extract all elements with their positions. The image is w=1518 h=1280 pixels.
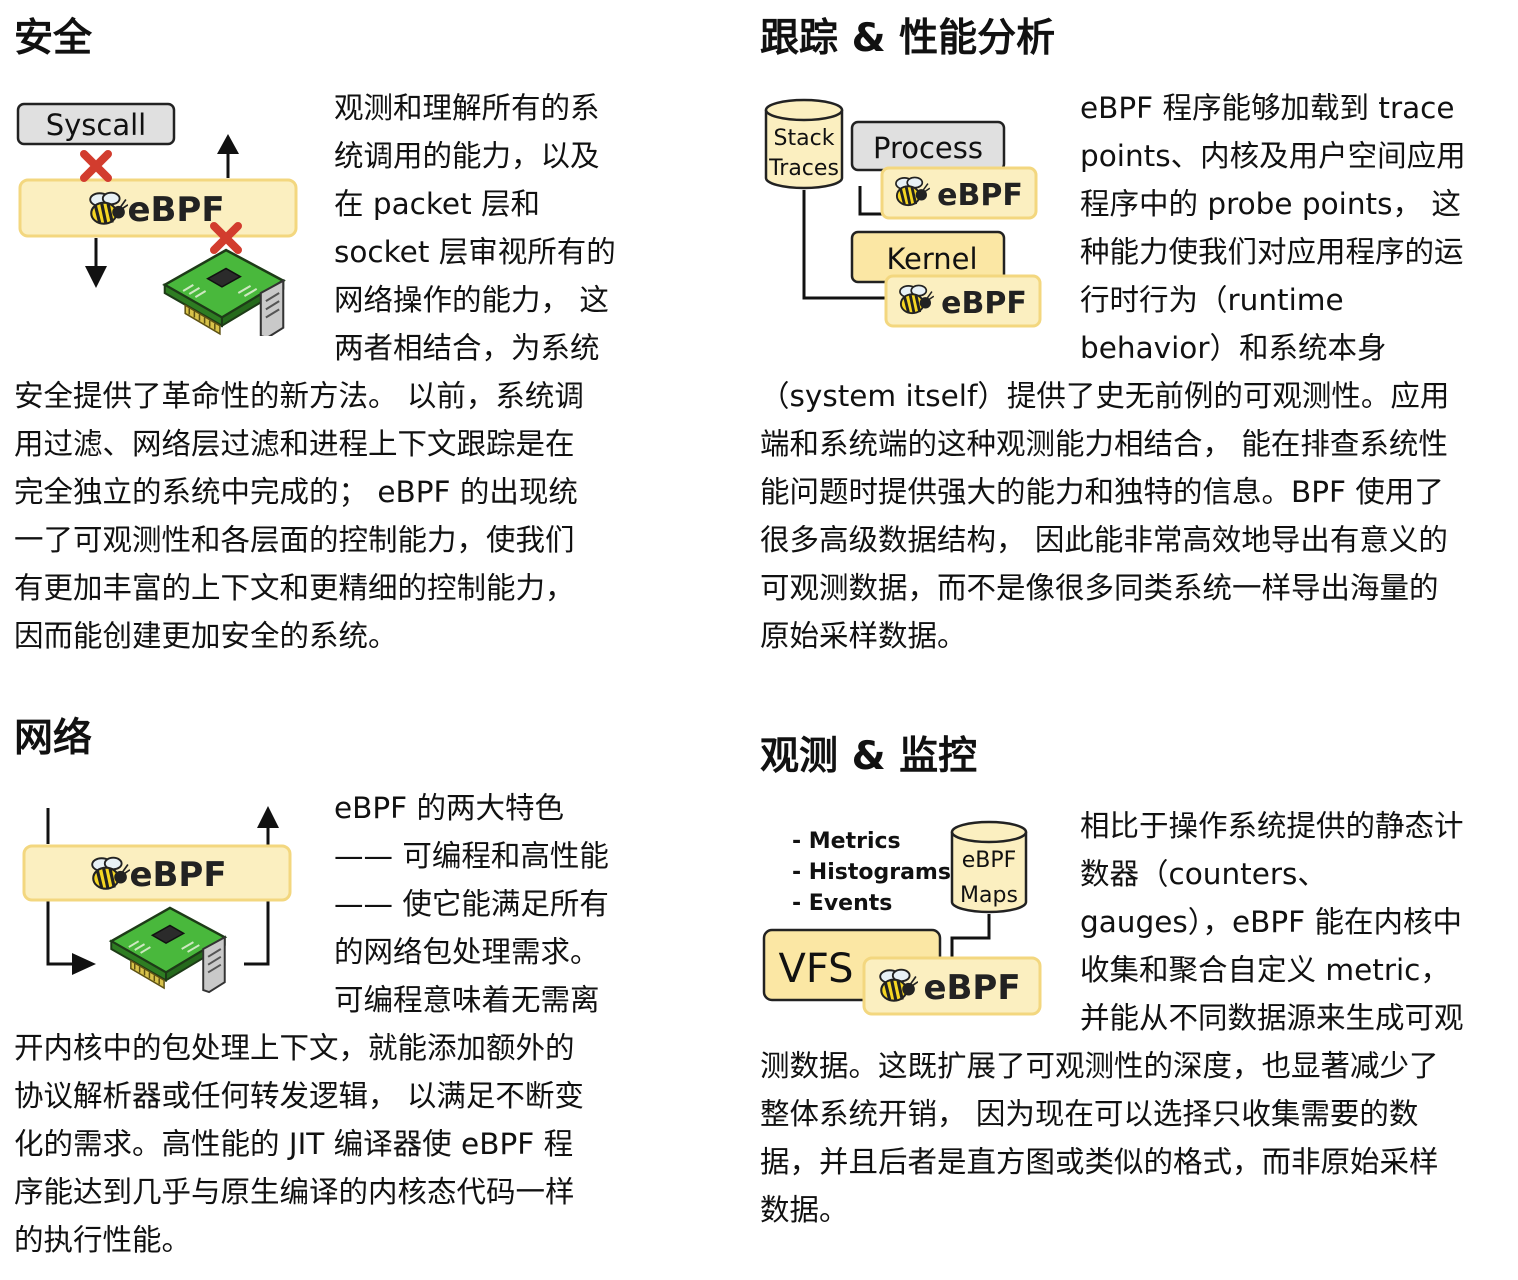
bee-logo-icon — [90, 856, 130, 891]
text-line: behavior）和系统本身 — [1080, 331, 1387, 365]
text-line: 开内核中的包处理上下文，就能添加额外的 — [14, 1031, 575, 1065]
ebpf-box: eBPF — [18, 178, 298, 238]
text-line: 协议解析器或任何转发逻辑， 以满足不断变 — [14, 1079, 584, 1113]
text-line: 有更加丰富的上下文和更精细的控制能力， — [14, 571, 575, 605]
text-line: 相比于操作系统提供的静态计 — [1080, 809, 1464, 843]
text-line: 收集和聚合自定义 metric， — [1080, 953, 1450, 987]
stack-traces-cylinder: Stack Traces — [764, 98, 844, 190]
histograms-label: - Histograms — [792, 860, 951, 885]
network-card-icon — [163, 248, 285, 336]
tracing-diagram: Stack Traces Process eBPF Kernel eBPF — [764, 98, 1042, 328]
section-title: 网络 — [14, 716, 93, 761]
vfs-label: VFS — [778, 946, 853, 992]
kernel-label: Kernel — [886, 242, 977, 276]
text-line: 可编程意味着无需离 — [334, 983, 600, 1017]
process-box: Process — [850, 120, 1006, 172]
section-title: 安全 — [14, 16, 93, 61]
bee-logo-icon — [878, 968, 918, 1003]
ebpf-maps-cylinder: eBPF Maps — [950, 820, 1028, 914]
text-line: 因而能创建更加安全的系统。 — [14, 619, 398, 653]
text-line: 端和系统端的这种观测能力相结合， 能在排查系统性 — [760, 427, 1448, 461]
text-line: 程序中的 probe points， 这 — [1080, 187, 1461, 221]
arrow-right-icon — [72, 953, 96, 975]
arrow-up-icon — [257, 806, 279, 828]
text-line: points、内核及用户空间应用 — [1080, 139, 1466, 173]
ebpf-box: eBPF — [884, 274, 1042, 328]
text-line: （system itself）提供了史无前例的可观测性。应用 — [760, 379, 1450, 413]
process-label: Process — [873, 131, 983, 165]
syscall-box: Syscall — [16, 102, 176, 146]
text-line: 能问题时提供强大的能力和独特的信息。BPF 使用了 — [760, 475, 1444, 509]
text-line: eBPF 程序能够加载到 trace — [1080, 91, 1455, 125]
text-line: 据，并且后者是直方图或类似的格式，而非原始采样 — [760, 1145, 1439, 1179]
ebpf-label: eBPF — [941, 286, 1027, 321]
maps-label-1: eBPF — [962, 848, 1017, 873]
arrow-down-icon — [85, 238, 107, 288]
section-title: 观测 & 监控 — [760, 734, 978, 779]
vfs-box: VFS — [762, 928, 942, 1002]
text-line: 网络操作的能力， 这 — [334, 283, 609, 317]
text-line: 的网络包处理需求。 — [334, 935, 600, 969]
network-card-icon — [109, 906, 227, 994]
text-line: 并能从不同数据源来生成可观 — [1080, 1001, 1464, 1035]
networking-diagram: eBPF — [22, 806, 292, 994]
stack-label: Stack — [774, 126, 835, 151]
text-line: eBPF 的两大特色 — [334, 791, 565, 825]
ebpf-label: eBPF — [937, 178, 1023, 213]
kernel-box: Kernel — [850, 230, 1006, 284]
text-line: 的执行性能。 — [14, 1223, 192, 1257]
text-line: —— 使它能满足所有 — [334, 887, 609, 921]
text-line: 用过滤、网络层过滤和进程上下文跟踪是在 — [14, 427, 575, 461]
security-section: 安全 Syscall eBPF 观测和理解所有的系 统调用的能力，以及 在 pa… — [0, 0, 750, 660]
text-line: 很多高级数据结构， 因此能非常高效地导出有意义的 — [760, 523, 1448, 557]
text-line: 安全提供了革命性的新方法。 以前，系统调 — [14, 379, 584, 413]
ebpf-label: eBPF — [127, 190, 224, 230]
text-line: 化的需求。高性能的 JIT 编译器使 eBPF 程 — [14, 1127, 574, 1161]
ebpf-box: eBPF — [22, 844, 292, 902]
blocked-x-icon — [210, 222, 242, 254]
text-line: 两者相结合，为系统 — [334, 331, 600, 365]
section-title: 跟踪 & 性能分析 — [760, 16, 1056, 61]
events-label: - Events — [792, 891, 892, 916]
ebpf-label: eBPF — [129, 855, 226, 895]
text-line: gauges），eBPF 能在内核中 — [1080, 905, 1463, 939]
maps-label-2: Maps — [960, 883, 1018, 908]
arrow-up-icon — [217, 134, 239, 178]
text-line: 在 packet 层和 — [334, 187, 541, 221]
text-line: 一了可观测性和各层面的控制能力，使我们 — [14, 523, 575, 557]
ebpf-box: eBPF — [880, 166, 1038, 220]
syscall-label: Syscall — [46, 108, 147, 142]
text-line: 行时行为（runtime — [1080, 283, 1344, 317]
text-line: 完全独立的系统中完成的； eBPF 的出现统 — [14, 475, 578, 509]
ebpf-box: eBPF — [862, 956, 1042, 1016]
text-line: socket 层审视所有的 — [334, 235, 616, 269]
monitoring-diagram: - Metrics - Histograms - Events eBPF Map… — [762, 820, 1042, 1016]
blocked-x-icon — [80, 150, 112, 182]
text-line: 整体系统开销， 因为现在可以选择只收集需要的数 — [760, 1097, 1419, 1131]
metrics-label: - Metrics — [792, 829, 901, 854]
text-line: 统调用的能力，以及 — [334, 139, 600, 173]
traces-label: Traces — [768, 156, 839, 181]
text-line: 数器（counters、 — [1080, 857, 1327, 891]
ebpf-label: eBPF — [923, 968, 1020, 1008]
text-line: 测数据。这既扩展了可观测性的深度，也显著减少了 — [760, 1049, 1439, 1083]
text-line: 数据。 — [760, 1193, 849, 1227]
text-line: 观测和理解所有的系 — [334, 91, 600, 125]
text-line: —— 可编程和高性能 — [334, 839, 609, 873]
text-line: 可观测数据，而不是像很多同类系统一样导出海量的 — [760, 571, 1439, 605]
text-line: 种能力使我们对应用程序的运 — [1080, 235, 1464, 269]
bee-logo-icon — [894, 176, 930, 207]
text-line: 序能达到几乎与原生编译的内核态代码一样 — [14, 1175, 575, 1209]
bee-logo-icon — [898, 284, 934, 315]
text-line: 原始采样数据。 — [760, 619, 967, 653]
security-diagram: Syscall eBPF — [16, 102, 298, 336]
